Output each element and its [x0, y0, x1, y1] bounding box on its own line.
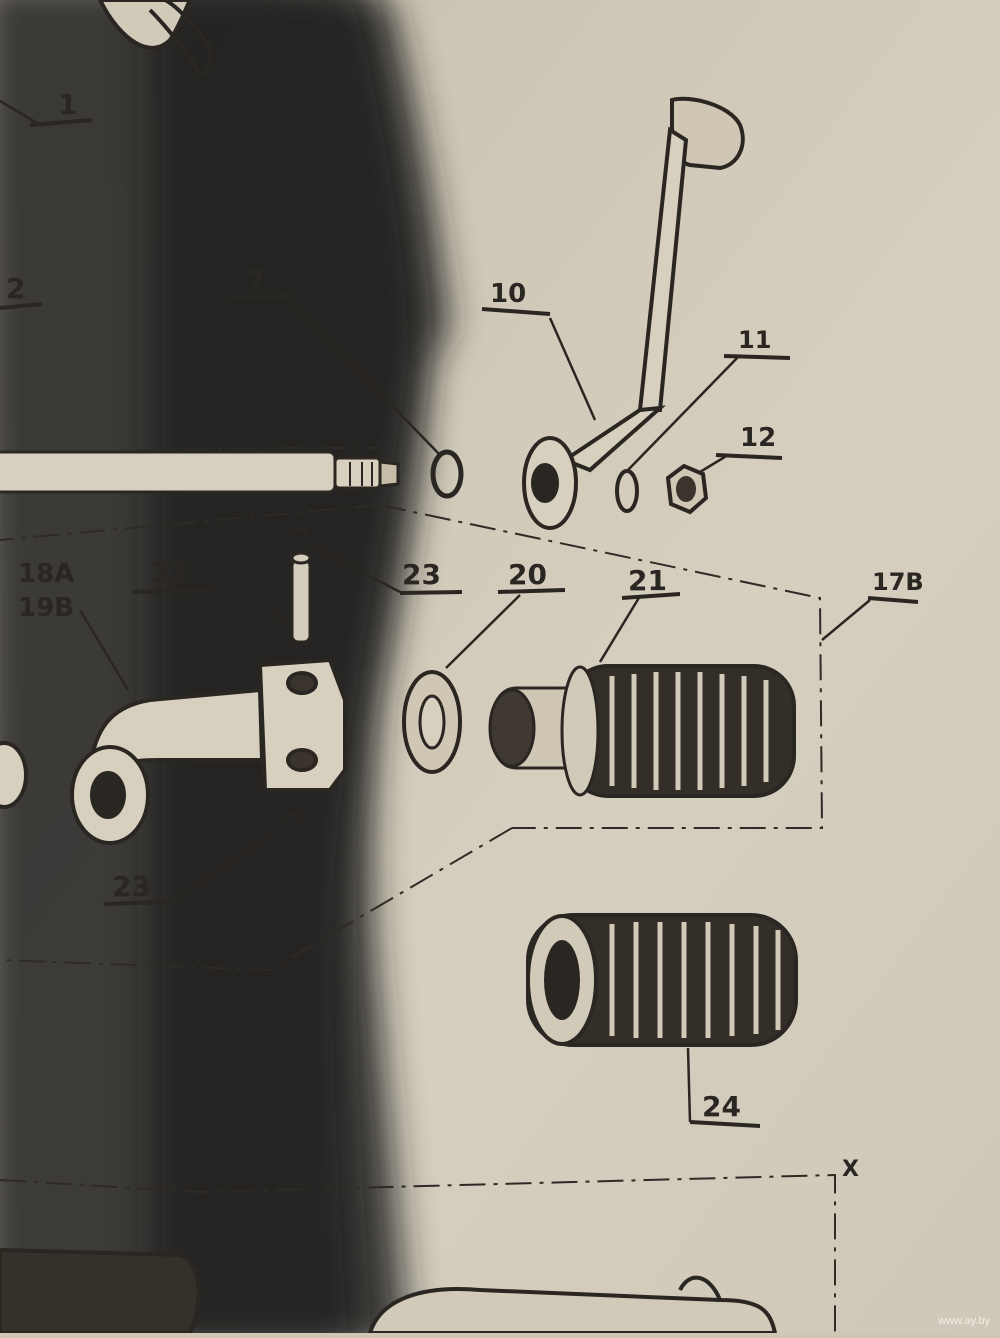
part-12-nut	[668, 466, 706, 512]
label-part-23-top: 23	[402, 558, 441, 591]
label-part-2: 2	[6, 272, 25, 305]
label-part-24: 24	[702, 1090, 741, 1123]
label-part-23-bottom: 23	[112, 870, 151, 903]
label-x: X	[842, 1157, 859, 1182]
label-part-12: 12	[740, 423, 776, 453]
label-part-7: 7	[246, 264, 265, 297]
label-part-19b: 19B	[18, 593, 74, 623]
part-20-washer	[404, 672, 460, 772]
label-part-17b: 17B	[872, 568, 924, 596]
label-part-1: 1	[58, 88, 77, 121]
label-part-20: 20	[508, 558, 547, 591]
part-22-pin	[292, 553, 310, 642]
watermark: www.ay.by	[938, 1315, 990, 1327]
label-part-22: 22	[150, 556, 189, 589]
part-24-footrest-rubber	[528, 915, 796, 1045]
label-part-11: 11	[738, 326, 771, 354]
part-7-shaft	[0, 452, 398, 492]
label-part-18a: 18A	[18, 559, 74, 589]
label-part-21: 21	[628, 564, 667, 597]
label-part-10: 10	[490, 279, 526, 309]
